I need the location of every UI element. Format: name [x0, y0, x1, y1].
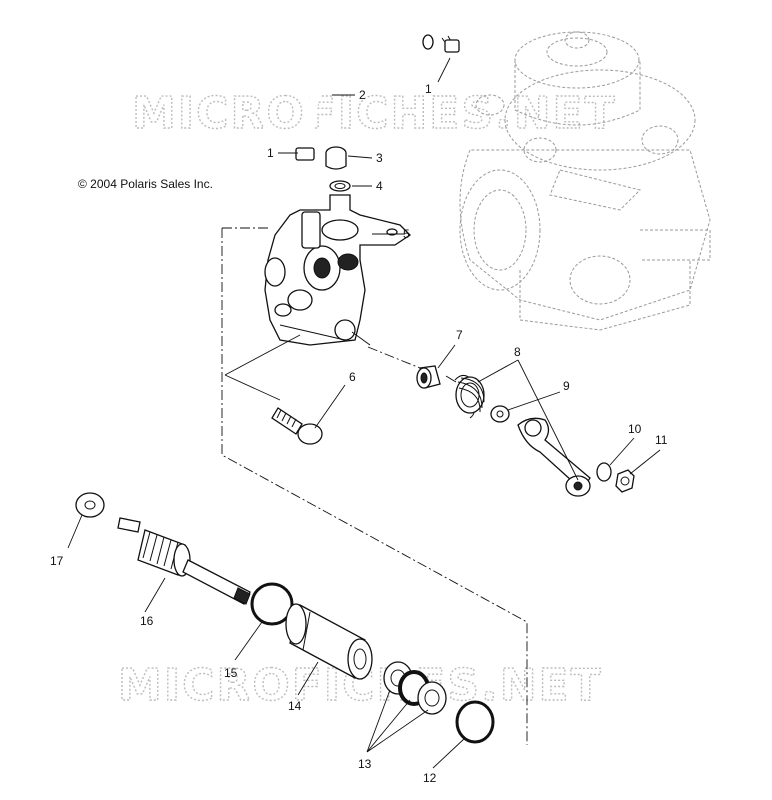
callout-14: 14: [288, 699, 302, 713]
o-ring-upper: [250, 582, 294, 626]
drive-gear-shaft: [117, 517, 251, 605]
callout-11: 11: [655, 433, 668, 447]
thrust-washer: [490, 405, 510, 423]
lock-washer: [596, 462, 612, 482]
control-lever: [517, 417, 591, 497]
watermark-top: MICROFICHES.NET: [132, 88, 617, 139]
mounting-bolt: [271, 407, 323, 445]
return-spring: [445, 374, 485, 419]
callout-17: 17: [50, 554, 64, 568]
sealing-washer: [329, 180, 351, 192]
hose-clamp-upper: [444, 39, 460, 53]
pump-sleeve: [285, 603, 373, 680]
carburetor-ghost: [459, 31, 711, 331]
callout-5: 5: [403, 227, 410, 241]
callout-9: 9: [563, 379, 570, 393]
callout-1-lower: 1: [267, 146, 274, 160]
callout-10: 10: [628, 422, 642, 436]
shim-set: [383, 661, 447, 715]
callout-3: 3: [376, 151, 383, 165]
callout-8: 8: [514, 345, 521, 359]
callout-15: 15: [224, 666, 238, 680]
copyright-notice: © 2004 Polaris Sales Inc.: [78, 177, 213, 191]
o-ring-lower: [455, 700, 495, 744]
callout-2: 2: [359, 88, 366, 102]
shaft-washer: [75, 492, 105, 518]
callout-4: 4: [376, 179, 383, 193]
assembly-outline: [221, 228, 528, 745]
callout-1-upper: 1: [425, 82, 432, 96]
hose-clamp-lower: [295, 147, 315, 161]
oil-pump-body: [264, 194, 412, 346]
callout-12: 12: [423, 771, 437, 785]
lock-nut: [615, 469, 635, 493]
callout-13: 13: [358, 757, 372, 771]
callout-6: 6: [349, 370, 356, 384]
bushing: [416, 365, 441, 389]
callout-7: 7: [456, 328, 463, 342]
callout-16: 16: [140, 614, 154, 628]
